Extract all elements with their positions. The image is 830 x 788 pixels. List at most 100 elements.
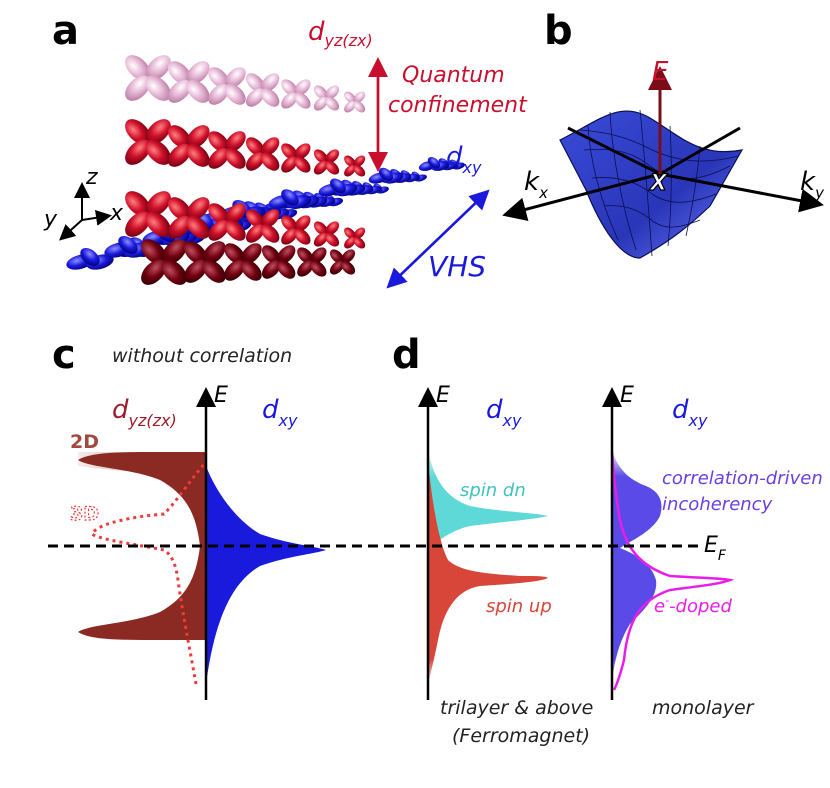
dyz-lobe: [183, 259, 207, 283]
dyz-lobe: [186, 125, 210, 149]
dyz-lobe: [145, 139, 171, 165]
dyz-lobe: [183, 241, 207, 265]
label-energy-trilayer: E: [436, 383, 450, 408]
panel-c: c without correlation E dyz(zx) dxy 2D 3…: [52, 332, 326, 700]
dyz-lobe: [281, 156, 298, 173]
dyz-lobe: [344, 100, 356, 113]
label-dxy-monolayer: dxy: [672, 395, 708, 430]
dyz-lobe: [281, 215, 298, 232]
coordinate-axes: z x y: [43, 165, 124, 241]
dyz-lobe: [125, 139, 151, 165]
kx-axis: [502, 172, 661, 222]
dyz-lobe: [329, 260, 344, 275]
label-3d: 3D: [70, 503, 99, 525]
dyz-lobe: [344, 227, 356, 240]
axis-label-y: y: [43, 207, 58, 232]
label-x-point: X: [648, 171, 668, 196]
dyz-lobe: [341, 249, 356, 264]
label-correlation-driven: correlation-driven: [662, 468, 823, 489]
caption-monolayer: monolayer: [652, 697, 755, 719]
dyz-lobe: [310, 247, 327, 264]
panel-b: b E kx ky X: [502, 8, 825, 259]
label-energy-b: E: [652, 57, 669, 87]
label-2d: 2D: [70, 431, 99, 453]
dyz-lobe: [294, 92, 311, 109]
panel-letter-d: d: [392, 332, 421, 378]
trilayer-fade: [420, 448, 554, 688]
dyz-lobe: [344, 164, 356, 177]
dyz-lobe: [344, 155, 356, 168]
dyz-lobe: [294, 143, 311, 160]
dyz-lobe: [167, 61, 191, 85]
dxy-lobe: [118, 236, 138, 254]
dyz-lobe: [167, 79, 191, 103]
dyz-lobe: [353, 100, 366, 113]
dyz-lobe: [208, 147, 229, 169]
dxy-lobe: [330, 178, 346, 194]
dyz-lobe: [186, 215, 210, 239]
dyz-lobe: [353, 91, 366, 104]
label-dxy-trilayer: dxy: [486, 395, 522, 430]
dyz-lobe: [297, 247, 314, 264]
dyz-lobe: [245, 137, 265, 156]
dyz-lobe: [353, 236, 366, 249]
dyz-lobe: [224, 131, 246, 153]
dyz-lobe: [353, 164, 366, 177]
dyz-lobe: [208, 131, 229, 153]
dyz-lobe: [167, 215, 191, 239]
dyz-lobe: [186, 143, 210, 167]
dyz-lobe: [281, 143, 298, 160]
label-d-xy-a: dxy: [446, 142, 482, 177]
dyz-lobe: [145, 75, 171, 101]
panel-letter-c: c: [52, 332, 76, 378]
back-axis: [659, 126, 741, 176]
dxy-lobe: [281, 189, 299, 206]
dyz-lobe: [161, 259, 187, 285]
ky-axis: [659, 172, 824, 213]
dos-dxy-c: [206, 466, 326, 684]
dyz-lobe: [294, 215, 311, 232]
dyz-lobe: [240, 259, 262, 281]
dyz-lobe: [281, 92, 298, 109]
dyz-lobe: [224, 259, 245, 281]
dyz-lobe: [344, 91, 356, 104]
dyz-lobe: [240, 243, 262, 265]
dyz-lobe: [260, 137, 280, 156]
label-d-yzzx-a: dyz(zx): [308, 17, 373, 50]
dyz-lobe: [186, 61, 210, 85]
dyz-lobe: [294, 79, 311, 96]
dyz-lobe: [313, 85, 328, 100]
panel-letter-a: a: [52, 8, 79, 54]
dyz-lobe: [208, 203, 229, 225]
dyz-lobe: [353, 227, 366, 240]
dyz-lobe: [245, 152, 265, 171]
dyz-lobe: [145, 191, 171, 217]
dyz-lobe: [141, 239, 167, 265]
dyz-orbitals: [125, 55, 366, 285]
label-energy-c: E: [214, 383, 228, 408]
dyz-lobe: [260, 152, 280, 171]
label-fermi: EF: [704, 533, 727, 564]
label-kx: kx: [524, 167, 548, 202]
dyz-lobe: [281, 228, 298, 245]
dyz-lobe: [202, 259, 226, 283]
dyz-lobe: [325, 232, 340, 247]
dyz-lobe: [208, 83, 229, 105]
label-confinement: confinement: [388, 93, 528, 118]
dyz-lobe: [167, 143, 191, 167]
label-vhs: VHS: [428, 250, 486, 283]
back-axis-2: [567, 126, 661, 176]
panel-letter-b: b: [544, 8, 573, 54]
caption-trilayer: trilayer & above: [440, 697, 593, 719]
dyz-lobe: [313, 221, 328, 236]
dos-3d-dyz: [90, 461, 208, 685]
dyz-lobe: [294, 156, 311, 173]
label-ky: ky: [800, 167, 825, 202]
dyz-lobe: [224, 243, 245, 265]
dyz-lobe: [186, 79, 210, 103]
dyz-lobe: [224, 67, 246, 89]
dyz-lobe: [224, 83, 246, 105]
dyz-lobe: [313, 149, 328, 164]
dyz-lobe: [260, 73, 280, 92]
vhs-arrow-down: [386, 192, 487, 289]
